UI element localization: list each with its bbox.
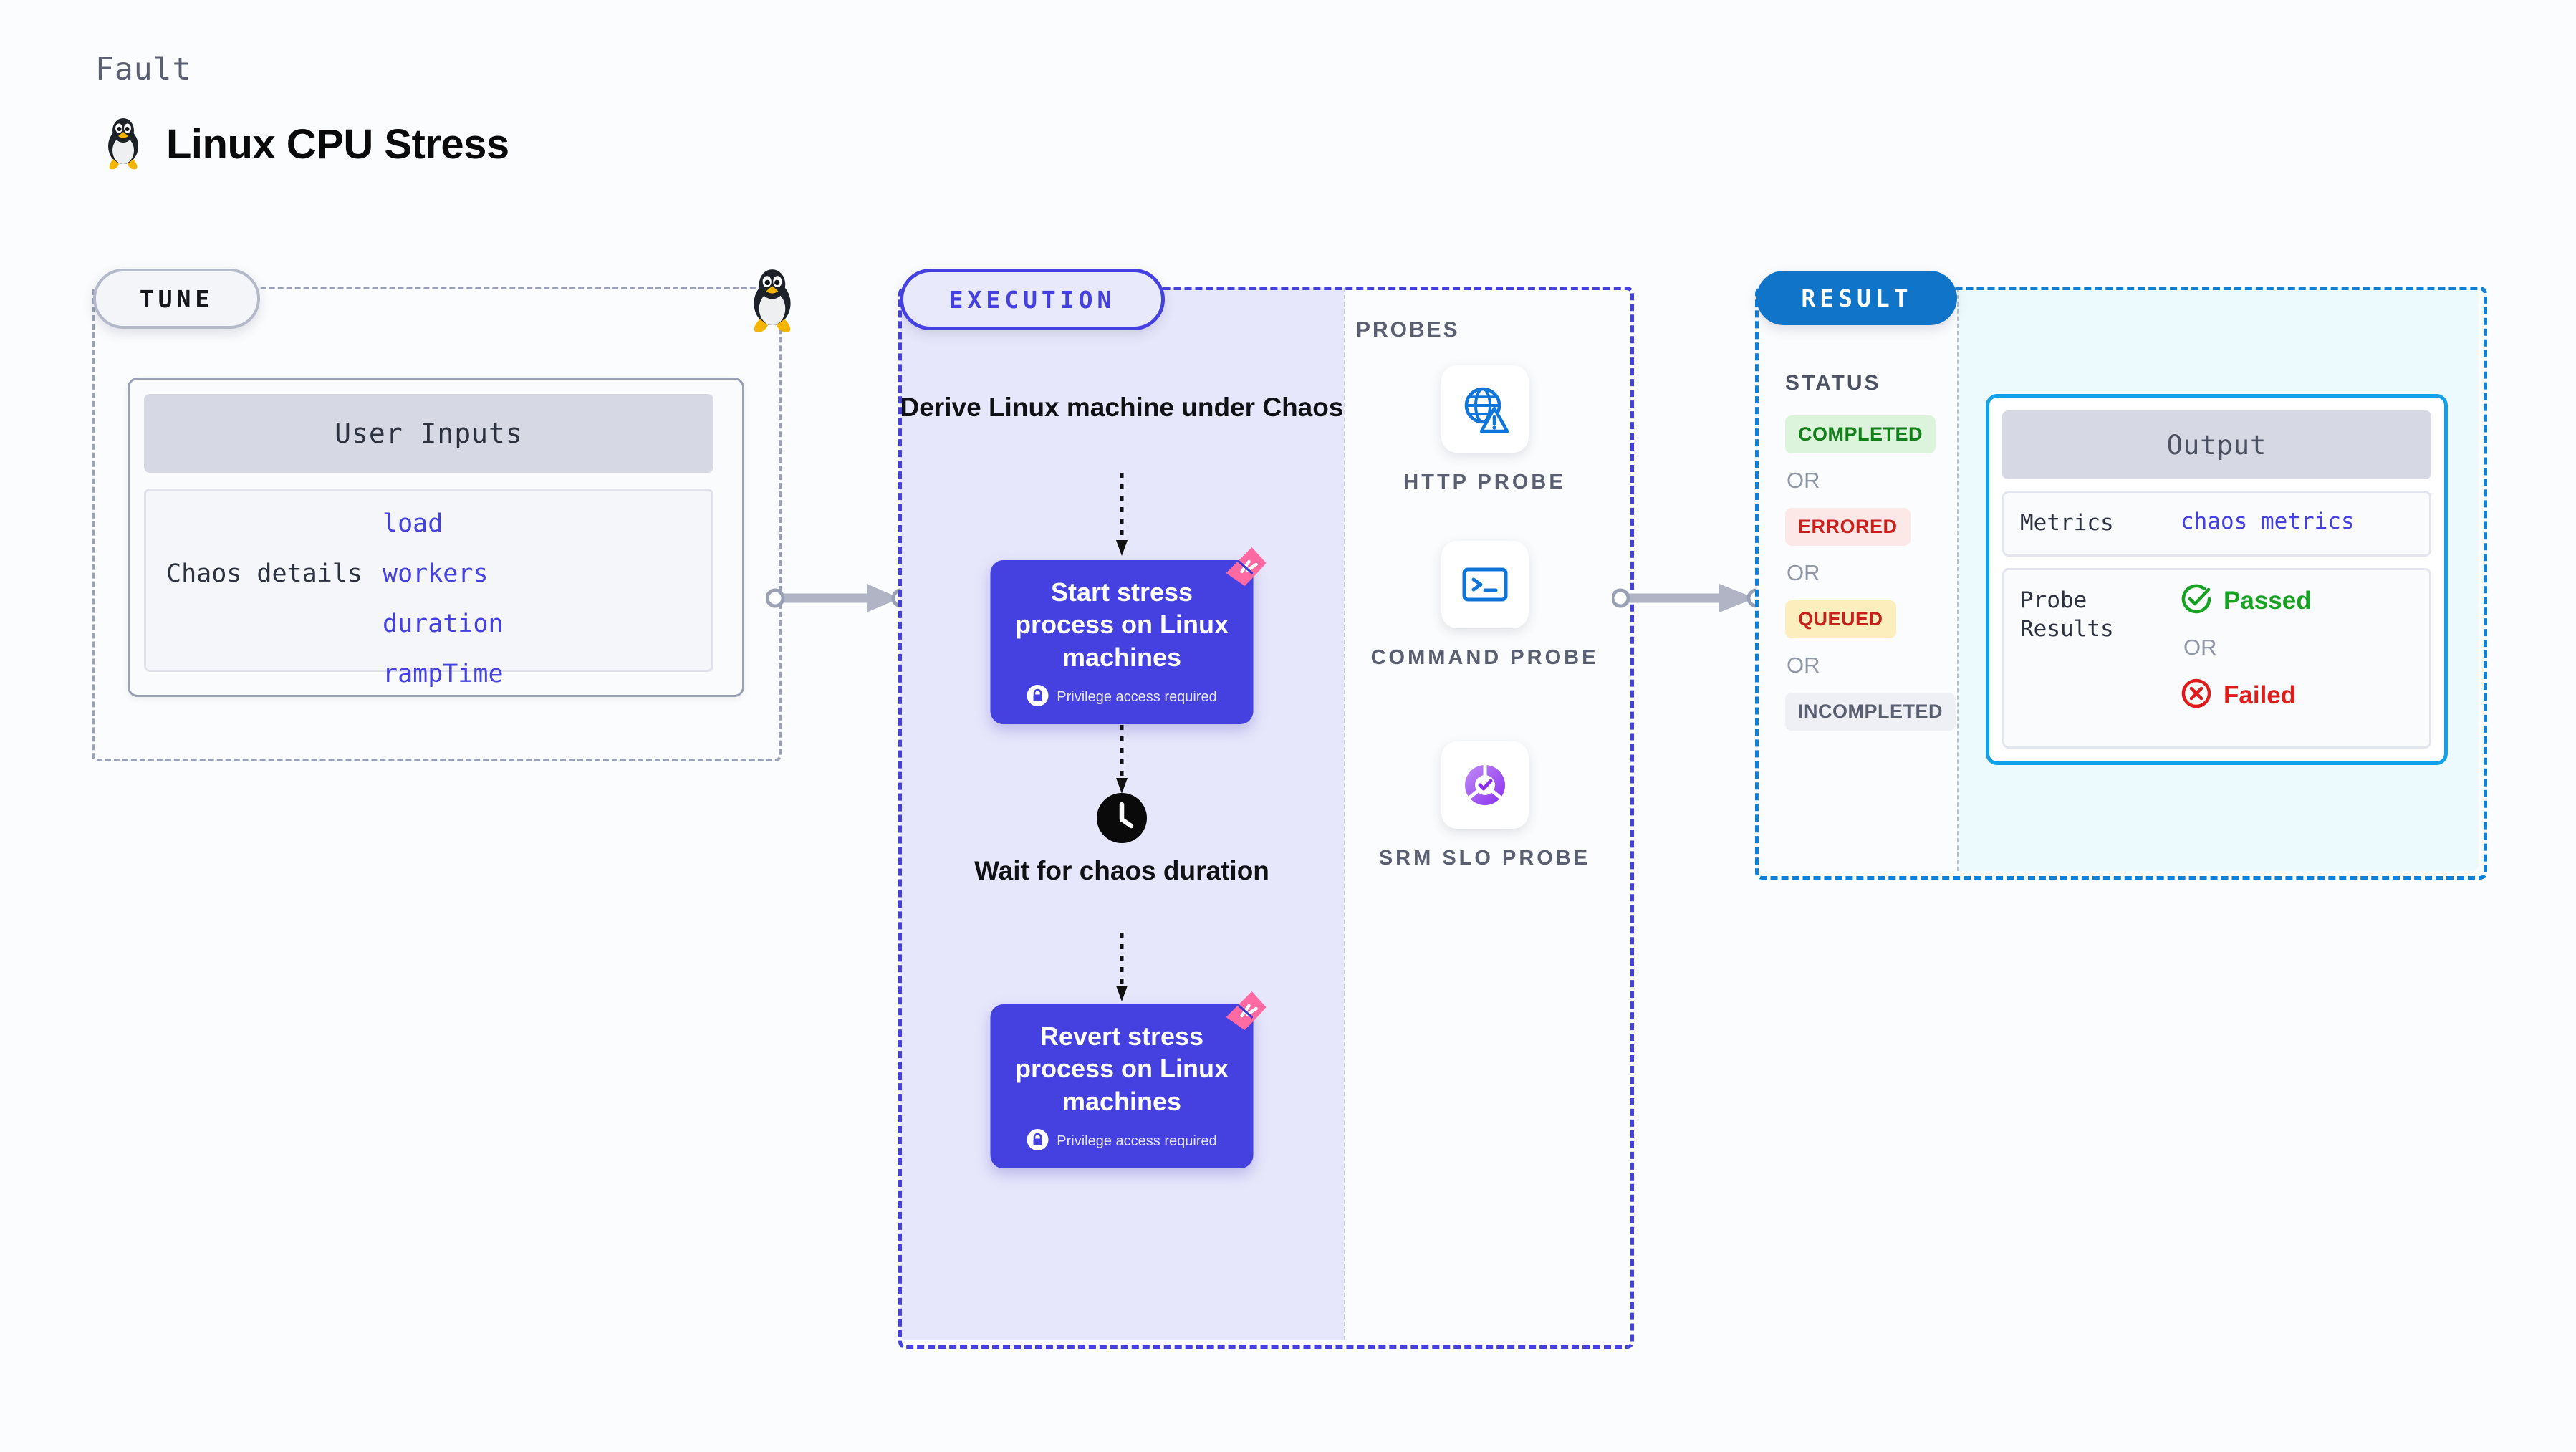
- or-separator: OR: [1787, 560, 1820, 585]
- output-metrics-row: Metrics chaos metrics: [2002, 491, 2431, 557]
- user-inputs-header: User Inputs: [144, 394, 713, 473]
- step-card-revert-stress[interactable]: Revert stress process on Linux machines …: [990, 991, 1267, 1169]
- or-separator: OR: [2183, 635, 2217, 660]
- privilege-text: Privilege access required: [1057, 689, 1217, 706]
- probe-label: HTTP PROBE: [1403, 471, 1566, 494]
- chaos-param: workers: [383, 559, 489, 588]
- output-probe-results-row: Probe Results Passed OR Failed: [2002, 568, 2431, 749]
- status-badge-errored: ERRORED: [1785, 508, 1911, 546]
- probe-passed-label: Passed: [2224, 586, 2312, 615]
- flow-arrow: [1115, 725, 1129, 800]
- probe-results-key: Probe Results: [2020, 587, 2114, 643]
- probes-divider: [1344, 288, 1345, 1340]
- user-inputs-card: User Inputs Chaos details load workers d…: [128, 378, 744, 697]
- execution-flow: Derive Linux machine under Chaos Start s…: [900, 288, 1344, 1340]
- lock-icon: [1027, 685, 1049, 710]
- connector-tune-to-execution: [765, 582, 911, 618]
- result-panel: [1755, 287, 2487, 880]
- status-badge-queued: QUEUED: [1785, 600, 1896, 638]
- chaos-params-list: load workers duration rampTime: [383, 509, 504, 688]
- status-column-fill: [1756, 288, 1957, 871]
- page-title: Linux CPU Stress: [166, 121, 509, 168]
- output-header: Output: [2002, 410, 2431, 479]
- privilege-text: Privilege access required: [1057, 1133, 1217, 1150]
- or-separator: OR: [1787, 468, 1820, 493]
- chaos-param: duration: [383, 610, 504, 638]
- page-eyebrow: Fault: [95, 52, 192, 87]
- connector-execution-to-result: [1610, 582, 1767, 618]
- chaos-param: load: [383, 509, 443, 538]
- probe-label: COMMAND PROBE: [1370, 646, 1599, 669]
- probe-failed-label: Failed: [2224, 681, 2297, 709]
- page-title-row: Linux CPU Stress: [100, 115, 509, 174]
- probe-http[interactable]: HTTP PROBE: [1362, 365, 1607, 496]
- privilege-badge: Privilege access required: [1027, 685, 1217, 710]
- probe-result-failed: Failed: [2181, 678, 2296, 713]
- chaos-param: rampTime: [383, 660, 504, 688]
- chaos-flag-icon: [1221, 542, 1272, 593]
- chaos-details-label: Chaos details: [166, 559, 362, 588]
- linux-tux-icon: [100, 115, 146, 174]
- flow-arrow: [1115, 473, 1129, 562]
- check-circle-icon: [2181, 583, 2212, 618]
- chaos-details-box: Chaos details load workers duration ramp…: [144, 489, 713, 688]
- linux-tux-icon: [744, 265, 801, 333]
- step-title: Start stress process on Linux machines: [1014, 577, 1229, 672]
- globe-warning-icon: [1441, 365, 1529, 453]
- probe-result-passed: Passed: [2181, 583, 2312, 618]
- probe-srm-slo[interactable]: SRM SLO PROBE: [1362, 741, 1607, 872]
- status-badge-completed: COMPLETED: [1785, 415, 1936, 453]
- privilege-badge: Privilege access required: [1027, 1129, 1217, 1154]
- result-stage-badge: RESULT: [1756, 271, 1957, 325]
- terminal-icon: [1441, 541, 1529, 628]
- clock-icon: [1097, 793, 1147, 847]
- status-list: COMPLETED OR ERRORED OR QUEUED OR INCOMP…: [1785, 415, 1956, 731]
- lock-icon: [1027, 1129, 1049, 1154]
- tune-panel: [92, 287, 782, 761]
- metrics-key: Metrics: [2020, 510, 2114, 536]
- tune-stage-badge: TUNE: [93, 269, 260, 329]
- flow-heading-wait: Wait for chaos duration: [974, 856, 1269, 885]
- flow-arrow: [1115, 933, 1129, 1008]
- step-title: Revert stress process on Linux machines: [1014, 1021, 1229, 1116]
- metrics-value: chaos metrics: [2181, 509, 2355, 534]
- output-card: Output Metrics chaos metrics Probe Resul…: [1986, 394, 2448, 765]
- probe-command[interactable]: COMMAND PROBE: [1362, 541, 1607, 672]
- step-card-start-stress[interactable]: Start stress process on Linux machines P…: [990, 547, 1267, 725]
- chaos-flag-icon: [1221, 986, 1272, 1037]
- probes-title: PROBES: [1356, 318, 1460, 342]
- result-divider: [1957, 288, 1959, 871]
- probe-label: SRM SLO PROBE: [1378, 847, 1591, 870]
- execution-panel: [898, 287, 1634, 1349]
- status-title: STATUS: [1785, 371, 1881, 395]
- x-circle-icon: [2181, 678, 2212, 713]
- or-separator: OR: [1787, 653, 1820, 678]
- flow-heading-derive: Derive Linux machine under Chaos: [900, 393, 1344, 422]
- execution-stage-badge: EXECUTION: [900, 269, 1165, 330]
- status-badge-incompleted: INCOMPLETED: [1785, 693, 1956, 731]
- slo-donut-check-icon: [1441, 741, 1529, 829]
